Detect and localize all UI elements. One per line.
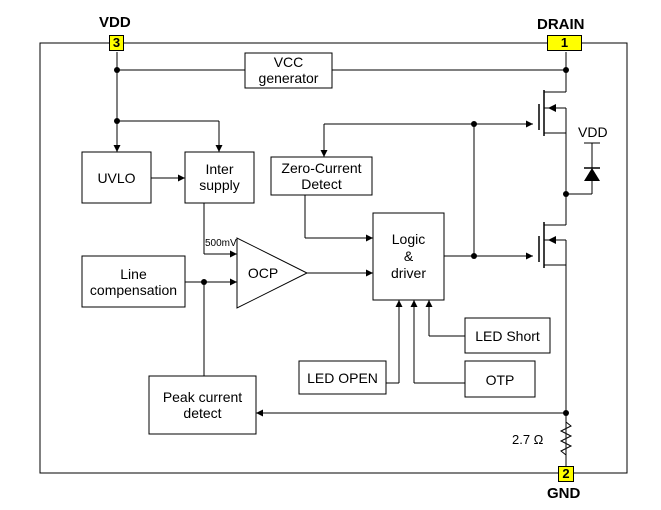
otp-block: [464, 360, 536, 398]
chip-outline: [39, 42, 628, 474]
pin-drain-number: 1: [547, 35, 582, 51]
logic-driver-label: Logic&driver: [390, 231, 426, 281]
pin-vdd-name: VDD: [99, 14, 131, 31]
line-compensation-block: [81, 255, 186, 308]
pin-gnd-number: 2: [558, 466, 574, 482]
uvlo-label: UVLO: [97, 170, 136, 186]
otp-label: OTP: [485, 372, 515, 388]
pin-gnd-name: GND: [547, 485, 581, 502]
pin-drain-name: DRAIN: [537, 16, 585, 33]
pin-vdd-number: 3: [109, 35, 124, 51]
logic-driver-block: [372, 212, 445, 301]
zero-current-block: [270, 156, 373, 196]
vdd-external-label: VDD: [578, 124, 608, 140]
ocp-comparator: [236, 237, 309, 309]
led-open-label: LED OPEN: [307, 370, 378, 386]
led-short-label: LED Short: [475, 328, 540, 344]
diode-icon: [584, 168, 600, 181]
sense-resistor-label: 2.7 Ω: [512, 432, 544, 447]
ocp-label: OCP: [247, 265, 279, 281]
uvlo-block: [81, 151, 152, 204]
peak-current-block: [148, 375, 257, 435]
sense-resistor: [559, 421, 573, 456]
led-open-block: [298, 360, 387, 395]
vcc-generator-block: [244, 52, 333, 89]
reference-voltage-label: 500mV: [205, 238, 237, 249]
